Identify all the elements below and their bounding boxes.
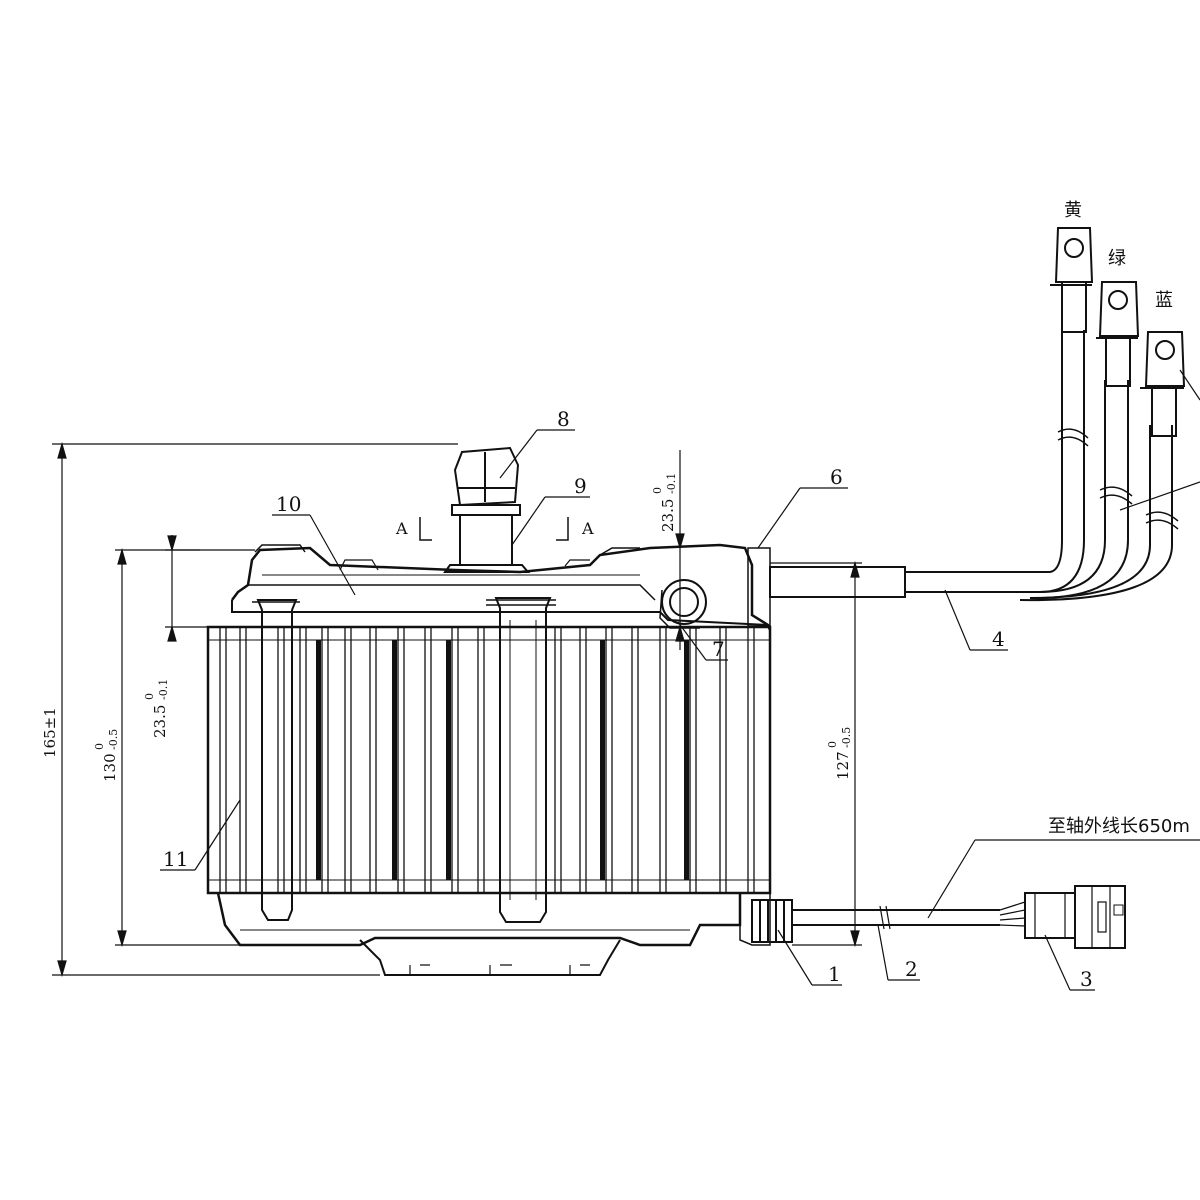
cable-length-note: 至轴外线长650m — [1048, 816, 1190, 837]
top-offset-lower: -0.1 — [665, 473, 678, 494]
dim-left-offset: 23.5 0 -0.1 — [143, 679, 170, 738]
balloon-2: 2 — [905, 957, 918, 981]
dim-top-offset: 23.5 0 -0.1 — [651, 473, 678, 532]
signal-cable — [792, 901, 1026, 930]
right-height-lower: -0.5 — [840, 727, 853, 748]
left-offset-upper: 0 — [143, 693, 156, 700]
wire-color-green: 绿 — [1108, 248, 1126, 269]
phase-wires — [769, 330, 1179, 602]
dimension-lines — [52, 441, 862, 978]
balloon-10: 10 — [276, 492, 301, 516]
right-height-upper: 0 — [826, 741, 839, 748]
top-offset-main: 23.5 — [659, 499, 677, 532]
ring-terminals — [1050, 227, 1186, 437]
wire-color-blue: 蓝 — [1155, 290, 1173, 311]
body-height-main: 130 — [101, 753, 119, 782]
left-offset-main: 23.5 — [151, 705, 169, 738]
leader-lines — [160, 369, 1200, 991]
cable-gland-bottom — [751, 899, 793, 943]
balloon-3: 3 — [1080, 967, 1093, 991]
top-offset-upper: 0 — [651, 487, 664, 494]
shaft-nut — [443, 446, 531, 573]
balloon-7: 7 — [712, 637, 725, 661]
balloon-9: 9 — [574, 474, 587, 498]
body-height-lower: -0.5 — [107, 729, 120, 750]
balloon-8: 8 — [557, 407, 570, 431]
balloon-labels: 8 9 10 6 7 4 11 1 2 3 — [163, 407, 1093, 991]
balloon-6: 6 — [830, 465, 843, 489]
body-height-upper: 0 — [93, 743, 106, 750]
overall-height-text: 165±1 — [41, 707, 59, 758]
cable-gland — [659, 579, 707, 629]
dim-right-height: 127 0 -0.5 — [826, 727, 853, 780]
left-offset-lower: -0.1 — [157, 679, 170, 700]
section-a-left: A — [395, 519, 408, 538]
dim-body-height: 130 0 -0.5 — [93, 729, 120, 782]
section-a-right: A — [581, 519, 594, 538]
wire-color-labels: 黄 绿 蓝 — [1064, 200, 1173, 311]
balloon-1: 1 — [828, 962, 841, 986]
wire-color-yellow: 黄 — [1064, 200, 1082, 221]
motor-body — [206, 543, 772, 976]
section-labels: A A — [395, 519, 594, 538]
balloon-4: 4 — [992, 627, 1005, 651]
dim-overall-height: 165±1 — [41, 707, 59, 758]
right-height-main: 127 — [834, 751, 852, 780]
balloon-11: 11 — [163, 847, 188, 871]
connector — [1024, 885, 1126, 949]
